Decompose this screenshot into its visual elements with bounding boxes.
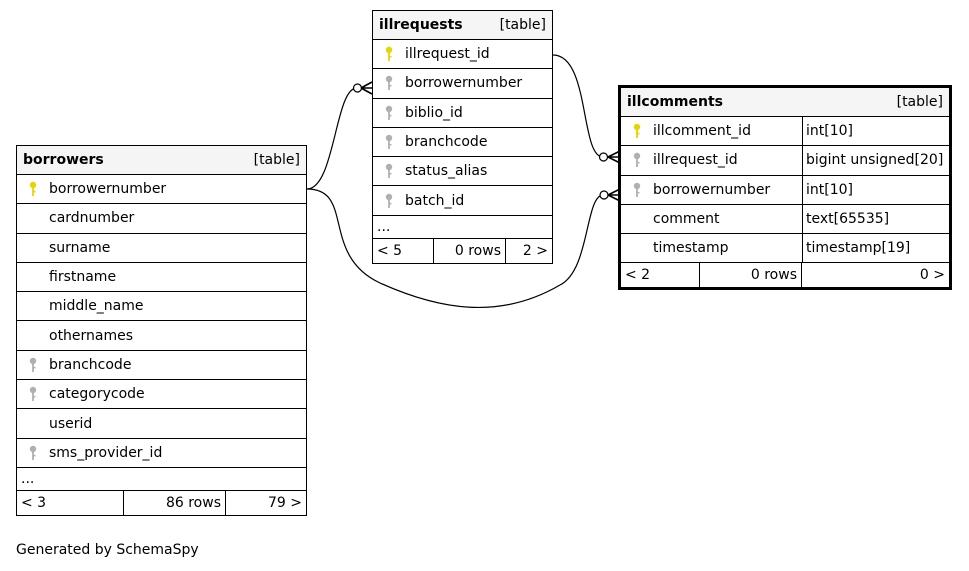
- row-count: 86 rows: [124, 490, 226, 515]
- column-row[interactable]: cardnumber: [17, 204, 306, 234]
- edge-illrequests-illcomments: [552, 54, 604, 158]
- column-name: borrowernumber: [49, 181, 167, 198]
- row-count: 0 rows: [434, 238, 506, 263]
- edge-borrowers-illcomments: [306, 188, 604, 309]
- column-name: middle_name: [49, 298, 144, 315]
- column-row[interactable]: othernames: [17, 321, 306, 351]
- column-row[interactable]: status_alias: [373, 157, 552, 187]
- column-name: status_alias: [405, 163, 488, 180]
- column-row[interactable]: borrowernumber int[10]: [621, 175, 949, 205]
- foreign-key-icon: [627, 152, 647, 168]
- row-count: 0 rows: [700, 263, 802, 288]
- table-illcomments[interactable]: illcomments [table] illcomment_id int[10]…: [618, 85, 952, 291]
- column-name: categorycode: [49, 386, 145, 403]
- column-name: timestamp: [653, 240, 729, 257]
- table-header: illrequests [table]: [373, 11, 552, 40]
- parents-link[interactable]: < 5: [373, 238, 434, 263]
- more-columns: ...: [373, 216, 552, 239]
- generated-by-note: Generated by SchemaSpy: [16, 542, 199, 558]
- column-row[interactable]: batch_id: [373, 186, 552, 216]
- column-name: biblio_id: [405, 104, 463, 121]
- column-name: userid: [49, 415, 93, 432]
- column-row[interactable]: timestamp timestamp[19]: [621, 234, 949, 264]
- column-row[interactable]: sms_provider_id: [17, 439, 306, 468]
- table-kind: [table]: [896, 94, 943, 110]
- column-type: int[10]: [802, 175, 949, 204]
- more-columns: ...: [17, 468, 306, 491]
- column-row[interactable]: illrequest_id bigint unsigned[20]: [621, 146, 949, 176]
- column-name: sms_provider_id: [49, 444, 163, 461]
- column-row[interactable]: borrowernumber: [373, 69, 552, 99]
- column-name: othernames: [49, 327, 134, 344]
- foreign-key-icon: [379, 75, 399, 91]
- column-row[interactable]: branchcode: [17, 351, 306, 381]
- column-name: branchcode: [49, 356, 132, 373]
- table-header: borrowers [table]: [17, 146, 306, 175]
- parents-link[interactable]: < 3: [17, 490, 124, 515]
- edge-borrowers-illrequests: [306, 87, 358, 190]
- foreign-key-icon: [627, 182, 647, 198]
- column-row[interactable]: branchcode: [373, 128, 552, 158]
- primary-key-icon: [379, 46, 399, 62]
- table-footer: < 5 0 rows 2 >: [373, 238, 552, 263]
- column-name: illrequest_id: [405, 46, 490, 63]
- column-row[interactable]: illrequest_id: [373, 40, 552, 70]
- column-name: firstname: [49, 269, 117, 286]
- children-link[interactable]: 79 >: [268, 494, 302, 511]
- table-kind: [table]: [253, 152, 300, 168]
- foreign-key-icon: [379, 193, 399, 209]
- edge-end-marker: [598, 152, 609, 162]
- table-name: illrequests: [379, 17, 463, 33]
- column-name: illcomment_id: [653, 123, 751, 140]
- column-name: cardnumber: [49, 210, 135, 227]
- foreign-key-icon: [23, 445, 43, 461]
- column-name: borrowernumber: [653, 181, 771, 198]
- column-row[interactable]: illcomment_id int[10]: [621, 117, 949, 147]
- column-row[interactable]: borrowernumber: [17, 175, 306, 205]
- foreign-key-icon: [23, 357, 43, 373]
- column-name: comment: [653, 211, 720, 228]
- edge-crowfoot: [360, 81, 373, 95]
- column-row[interactable]: comment text[65535]: [621, 204, 949, 235]
- table-footer: < 3 86 rows 79 >: [17, 490, 306, 515]
- foreign-key-icon: [23, 386, 43, 402]
- column-list: illcomment_id int[10] illrequest_id bigint …: [621, 117, 949, 264]
- column-name: borrowernumber: [405, 75, 523, 92]
- primary-key-icon: [23, 181, 43, 197]
- column-type: bigint unsigned[20]: [802, 146, 949, 175]
- foreign-key-icon: [379, 163, 399, 179]
- column-row[interactable]: surname: [17, 234, 306, 263]
- column-type: text[65535]: [802, 204, 949, 234]
- column-name: branchcode: [405, 134, 488, 151]
- children-link[interactable]: 2 >: [522, 242, 548, 259]
- column-type: timestamp[19]: [802, 234, 949, 263]
- children-link[interactable]: 0 >: [919, 267, 945, 284]
- table-name: illcomments: [627, 94, 723, 110]
- column-row[interactable]: middle_name: [17, 292, 306, 322]
- column-row[interactable]: firstname: [17, 263, 306, 293]
- column-name: batch_id: [405, 192, 465, 209]
- foreign-key-icon: [379, 134, 399, 150]
- parents-link[interactable]: < 2: [621, 263, 700, 288]
- table-kind: [table]: [499, 17, 546, 33]
- edge-end-marker: [599, 190, 609, 200]
- table-header: illcomments [table]: [621, 88, 949, 117]
- primary-key-icon: [627, 123, 647, 139]
- table-name: borrowers: [23, 152, 104, 168]
- column-row[interactable]: categorycode: [17, 380, 306, 410]
- column-name: illrequest_id: [653, 152, 738, 169]
- column-list: borrowernumber cardnumber surname firstname…: [17, 175, 306, 468]
- column-row[interactable]: biblio_id: [373, 99, 552, 128]
- table-borrowers[interactable]: borrowers [table] borrowernumber cardnumb…: [16, 145, 307, 516]
- edge-end-marker: [352, 83, 363, 93]
- foreign-key-icon: [379, 105, 399, 121]
- column-type: int[10]: [802, 117, 949, 146]
- column-row[interactable]: userid: [17, 409, 306, 439]
- table-footer: < 2 0 rows 0 >: [621, 263, 949, 288]
- column-name: surname: [49, 239, 111, 256]
